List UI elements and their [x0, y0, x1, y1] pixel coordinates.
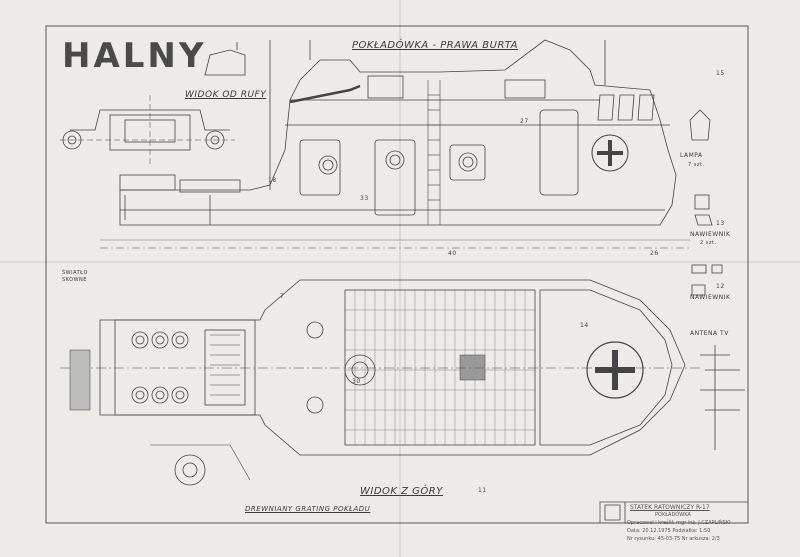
swiatlo-label: ŚWIATŁO — [62, 270, 88, 276]
part-number: 12 — [716, 283, 725, 290]
top-view-heading: WIDOK Z GÓRY — [360, 486, 443, 497]
drawing-title: HALNY — [62, 36, 207, 76]
antena-label: ANTENA TV — [690, 330, 729, 337]
part-number: 27 — [520, 118, 529, 125]
detail-items — [689, 109, 745, 450]
title-block-line1: STATEK RATOWNICZY R-17 — [630, 504, 710, 511]
title-block-frame — [599, 501, 749, 524]
swiatlo-label-b: SKOWNE — [62, 277, 87, 283]
part-number: 7 — [280, 293, 285, 300]
lampa-label: LAMPA — [680, 152, 703, 159]
part-number: 40 — [448, 250, 457, 257]
stern-view — [60, 95, 235, 165]
part-number: 14 — [580, 322, 589, 329]
nawiewnik-b-label: NAWIEWNIK — [690, 294, 731, 301]
title-block: STATEK RATOWNICZY R-17 POKŁADÓWKA Opraco… — [600, 502, 750, 552]
lampa-qty: 7 szt. — [688, 162, 705, 168]
drawing-frame — [45, 25, 749, 524]
side-view-heading: POKŁADÓWKA - PRAWA BURTA — [352, 40, 518, 51]
title-block-line3: Opracował i kreślił: mgr inż. J.CZAPLIŃS… — [627, 520, 731, 526]
part-number: 15 — [716, 70, 725, 77]
nawiewnik-a-qty: 2 szt. — [700, 240, 717, 246]
title-block-line5: Nr rysunku: 45-03-75 Nr arkusza: 2/3 — [627, 536, 720, 542]
part-number: 33 — [360, 195, 369, 202]
title-block-line4: Data: 20.12.1975 Podziałka: 1:50 — [627, 528, 711, 534]
stern-view-heading: WIDOK OD RUFY — [185, 90, 267, 100]
part-number: 26 — [650, 250, 659, 257]
part-number: 18 — [268, 177, 277, 184]
plan-view — [60, 279, 700, 486]
part-number: 13 — [716, 220, 725, 227]
side-elevation — [100, 39, 690, 249]
grating-heading: DREWNIANY GRATING POKŁADU — [245, 505, 371, 513]
nawiewnik-a-label: NAWIEWNIK — [690, 231, 731, 238]
part-number: 11 — [478, 487, 487, 494]
title-block-line2: POKŁADÓWKA — [655, 512, 691, 518]
part-number: 30 — [352, 378, 361, 385]
